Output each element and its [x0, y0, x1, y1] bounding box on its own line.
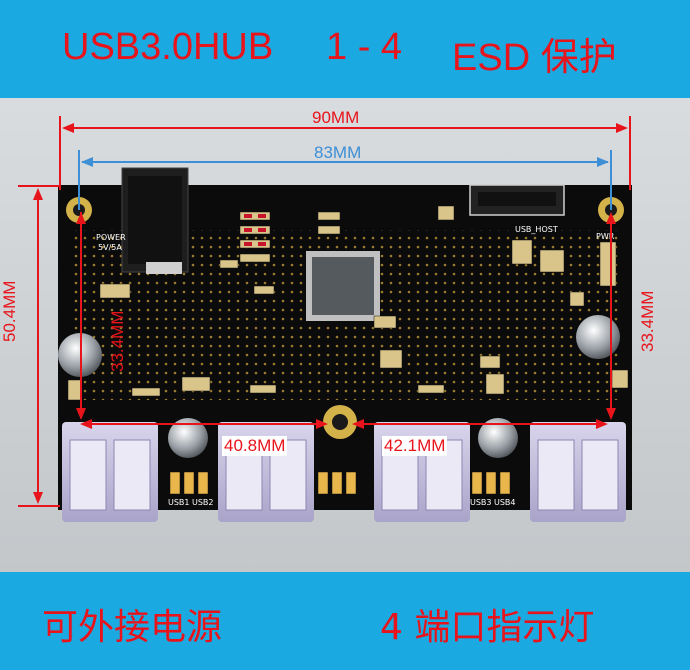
mounting-hole-center [323, 405, 357, 439]
silk-power: POWER [96, 233, 126, 242]
label-hole-spacing: 83MM [314, 143, 362, 162]
silk-usb3: USB3 [470, 498, 492, 507]
label-port-span-left: 40.8MM [222, 436, 288, 456]
dim-height-left-inner [76, 212, 86, 420]
dim-port-span [80, 419, 608, 429]
usb-port-4 [530, 422, 626, 522]
bottom-banner [0, 572, 690, 670]
silk-power-spec: 5V/5A [98, 243, 122, 252]
title-ports: 1 - 4 [326, 26, 403, 68]
dim-height-left [18, 185, 60, 507]
label-total-width: 90MM [312, 108, 360, 127]
usb-port-1 [62, 422, 158, 522]
label-height-left: 50.4MM [0, 280, 19, 342]
silk-usb4: USB4 [494, 498, 516, 507]
silk-pwr: PWR [596, 232, 615, 241]
smd-components [67, 205, 629, 401]
silk-usb-host: USB_HOST [515, 225, 558, 234]
dc-power-jack [121, 167, 189, 274]
title-feature: ESD 保护 [452, 37, 617, 79]
dim-total-width [59, 116, 631, 190]
label-port-span-right: 42.1MM [382, 436, 448, 456]
silk-usb2: USB2 [192, 498, 214, 507]
hub-controller-chip [306, 251, 380, 321]
dim-height-right [606, 212, 616, 420]
capacitor-port-left [168, 418, 208, 458]
silk-usb1: USB1 [168, 498, 190, 507]
title-product: USB3.0HUB [62, 26, 274, 68]
footer-port-indicators: 4 端口指示灯 [380, 607, 595, 648]
port-led-footprints [169, 471, 511, 495]
label-height-right: 33.4MM [638, 290, 657, 352]
capacitor-port-right [478, 418, 518, 458]
footer-external-power: 可外接电源 [42, 607, 223, 648]
top-banner [0, 0, 690, 98]
label-height-left-inner: 33.4MM [108, 310, 127, 372]
usb-host-connector [469, 184, 565, 216]
capacitor-right [576, 315, 620, 359]
smd-led-array [244, 214, 266, 246]
dim-hole-spacing [78, 150, 612, 210]
